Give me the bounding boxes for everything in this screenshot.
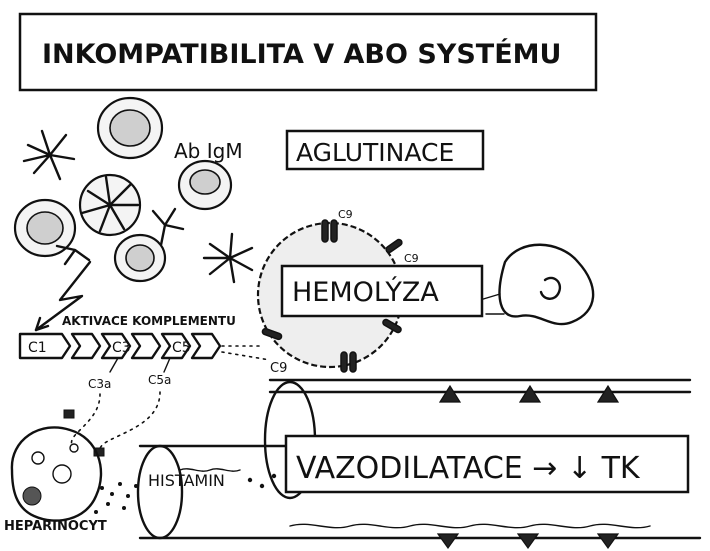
- c9-top-label: C9: [338, 208, 353, 221]
- c1-label: C1: [28, 340, 47, 356]
- c5a-path: [99, 392, 160, 454]
- histamin-area: HISTAMIN: [148, 471, 276, 490]
- c3-label: C3: [112, 340, 131, 356]
- c9-bottom-label: C9: [270, 361, 287, 376]
- aktivace-label: AKTIVACE KOMPLEMENTU: [62, 314, 236, 328]
- aglutinace-box: AGLUTINACE: [287, 131, 483, 169]
- vazodilatace-box: VAZODILATACE → ↓ TK: [286, 436, 688, 492]
- title-box: INKOMPATIBILITA V ABO SYSTÉMU: [20, 14, 596, 90]
- vazodilatace-label: VAZODILATACE → ↓ TK: [296, 451, 641, 486]
- hemolyza-box: HEMOLÝZA: [282, 266, 482, 316]
- complement-cascade: C1 C3 C5 C3a C5a: [20, 334, 270, 391]
- heparinocyt-label: HEPARINOCYT: [4, 519, 107, 534]
- c9-right-label: C9: [404, 252, 419, 265]
- c5a-label: C5a: [148, 373, 171, 387]
- heparinocyte-cell: [12, 427, 138, 520]
- aglutinace-label: AGLUTINACE: [296, 138, 454, 167]
- agglutination-cluster: [15, 98, 252, 330]
- antibody-label: Ab IgM: [174, 139, 243, 163]
- c3a-label: C3a: [88, 377, 111, 391]
- c5-label: C5: [172, 340, 191, 356]
- histamin-label: HISTAMIN: [148, 471, 225, 490]
- hemolyza-label: HEMOLÝZA: [292, 276, 439, 308]
- diagram-title: INKOMPATIBILITA V ABO SYSTÉMU: [42, 38, 561, 70]
